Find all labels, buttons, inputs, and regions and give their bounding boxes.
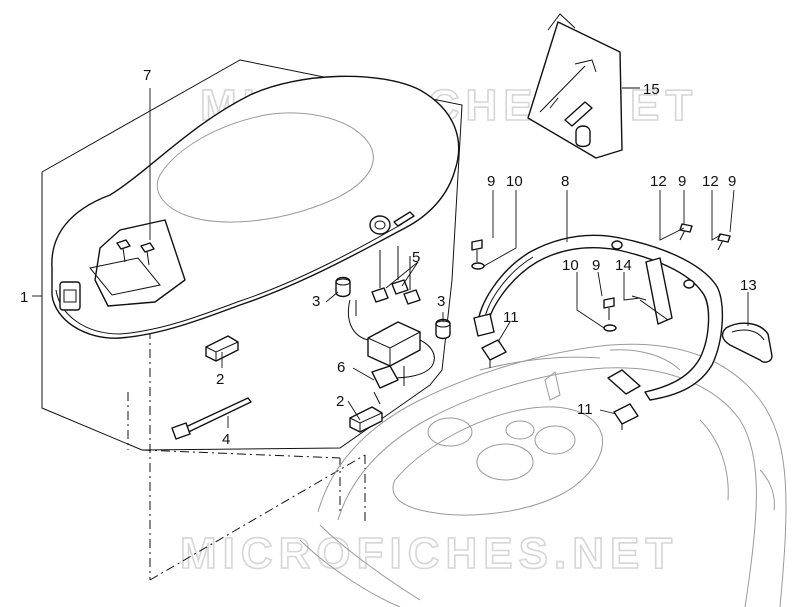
bracket-14 [631, 257, 673, 325]
assembly-line-diag [149, 454, 366, 581]
callout-15: 15 [643, 81, 660, 98]
callout-11-a: 11 [503, 309, 519, 326]
callout-8: 8 [561, 173, 569, 190]
screws-7 [116, 239, 155, 266]
callout-11-b: 11 [577, 401, 593, 418]
scooter-body [299, 343, 787, 607]
assembly-line-bottom [141, 449, 341, 459]
tool-kit-15 [527, 13, 623, 159]
callout-4: 4 [222, 431, 230, 448]
callout-9-d: 9 [728, 173, 736, 190]
callout-3-left: 3 [312, 293, 320, 310]
callout-10-b: 10 [562, 257, 579, 274]
callout-9-b: 9 [592, 257, 600, 274]
seat-buffer-2-lower [349, 406, 383, 433]
callout-7: 7 [143, 67, 151, 84]
callout-10-a: 10 [506, 173, 523, 190]
cable-tie-4 [171, 397, 252, 440]
callout-9-a: 9 [487, 173, 495, 190]
callout-numbers: 1 2 2 3 3 4 5 6 7 8 9 9 9 9 10 10 11 11 … [20, 67, 757, 448]
callout-2-lower: 2 [336, 393, 344, 410]
callout-5: 5 [412, 249, 420, 266]
callout-2-upper: 2 [216, 371, 224, 388]
bracket-11-left [481, 339, 507, 368]
callout-12-b: 12 [702, 173, 719, 190]
watermark-bottom: MICROFICHES.NET [180, 529, 678, 578]
cover-13 [721, 322, 773, 363]
callout-14: 14 [615, 257, 632, 274]
seat-buffer-2-upper [205, 335, 239, 362]
rubber-cap-3-left [335, 276, 351, 298]
callout-3-right: 3 [437, 293, 445, 310]
rubber-cap-3-right [435, 318, 451, 340]
bracket-11-right [613, 403, 639, 430]
callout-1: 1 [20, 289, 28, 306]
screws-9-washers-10 [471, 223, 731, 332]
leader-lines [32, 87, 749, 428]
seat [51, 75, 460, 339]
callout-6: 6 [337, 359, 345, 376]
callout-13: 13 [740, 277, 757, 294]
seat-switch-wiring [347, 246, 435, 405]
callout-9-c: 9 [678, 173, 686, 190]
callout-12-a: 12 [650, 173, 667, 190]
grab-handle-8 [473, 234, 724, 401]
